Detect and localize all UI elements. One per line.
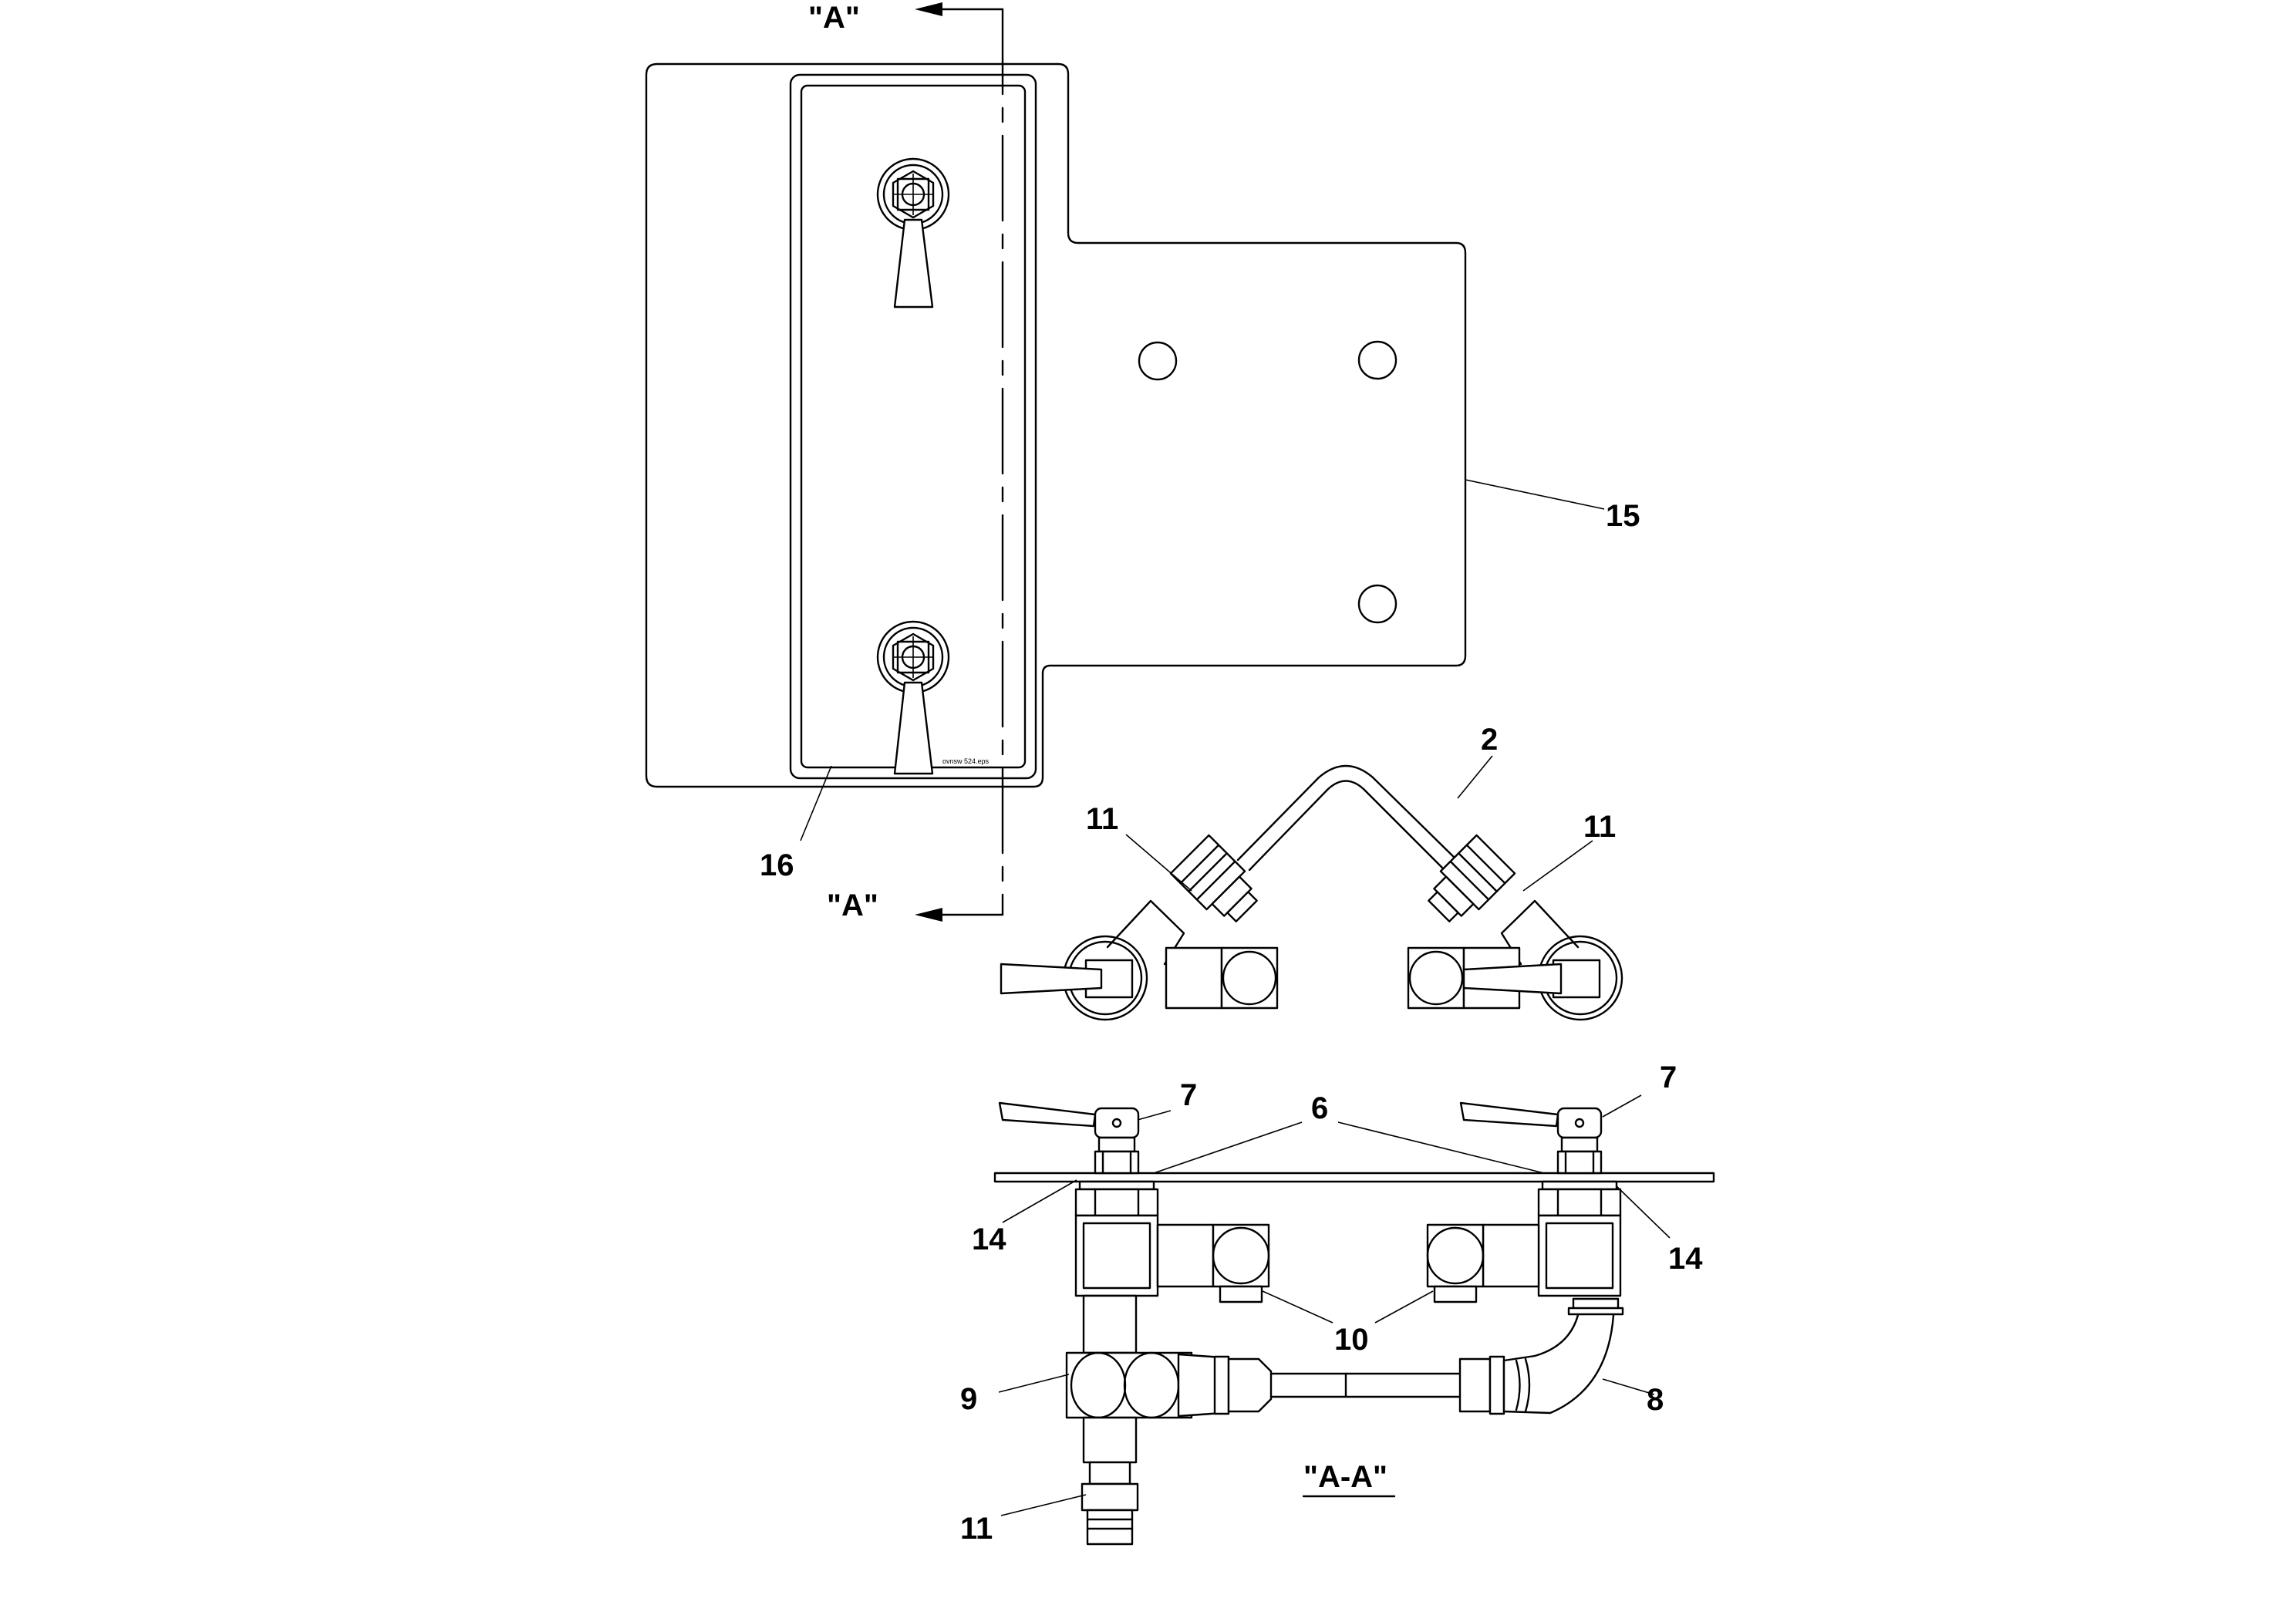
valve-handle-top-upper bbox=[876, 157, 950, 309]
callout-9: 9 bbox=[960, 1382, 977, 1416]
view-title-a-a: "A-A" bbox=[1303, 1460, 1387, 1494]
callout-2: 2 bbox=[1481, 723, 1498, 757]
mount-hole-3 bbox=[1357, 584, 1397, 624]
callout-14-left: 14 bbox=[972, 1222, 1006, 1256]
section-mark-bottom: "A" bbox=[827, 889, 878, 922]
mounting-bracket-15 bbox=[645, 62, 1467, 788]
callout-10: 10 bbox=[1334, 1323, 1369, 1357]
callout-11-left: 11 bbox=[1086, 802, 1118, 836]
tube-assembly-2 bbox=[1236, 764, 1461, 873]
left-valve-body bbox=[1074, 1214, 1270, 1303]
connecting-tube bbox=[1269, 1372, 1462, 1398]
callout-11-right: 11 bbox=[1583, 810, 1616, 844]
section-arrow-top bbox=[915, 2, 942, 16]
left-valve-handle-7 bbox=[998, 1101, 1159, 1217]
callout-11-bottom: 11 bbox=[960, 1512, 993, 1546]
right-valve-body bbox=[1426, 1214, 1622, 1303]
callout-16: 16 bbox=[760, 848, 794, 882]
mount-hole-2 bbox=[1357, 340, 1397, 380]
panel-section bbox=[993, 1172, 1715, 1183]
section-mark-top: "A" bbox=[808, 1, 860, 35]
leader-lines bbox=[800, 479, 1671, 1516]
mount-hole-1 bbox=[1138, 341, 1178, 381]
plate-stamp: ovnsw 524.eps bbox=[942, 757, 990, 765]
left-valve-elbow bbox=[1000, 834, 1279, 1021]
callout-8: 8 bbox=[1647, 1383, 1664, 1417]
right-valve-handle-7 bbox=[1459, 1101, 1622, 1217]
section-line-a bbox=[915, 2, 1004, 922]
right-valve-elbow bbox=[1407, 834, 1623, 1021]
callout-15: 15 bbox=[1606, 499, 1640, 533]
section-arrow-bottom bbox=[915, 908, 942, 922]
elbow-fitting-8 bbox=[1458, 1297, 1624, 1415]
callout-7-right: 7 bbox=[1660, 1061, 1677, 1094]
callout-14-right: 14 bbox=[1668, 1242, 1703, 1276]
valve-handle-top-lower bbox=[876, 620, 950, 775]
tee-fitting-9 bbox=[1065, 1294, 1273, 1546]
callout-6: 6 bbox=[1311, 1091, 1328, 1125]
callout-7-left: 7 bbox=[1180, 1078, 1197, 1112]
